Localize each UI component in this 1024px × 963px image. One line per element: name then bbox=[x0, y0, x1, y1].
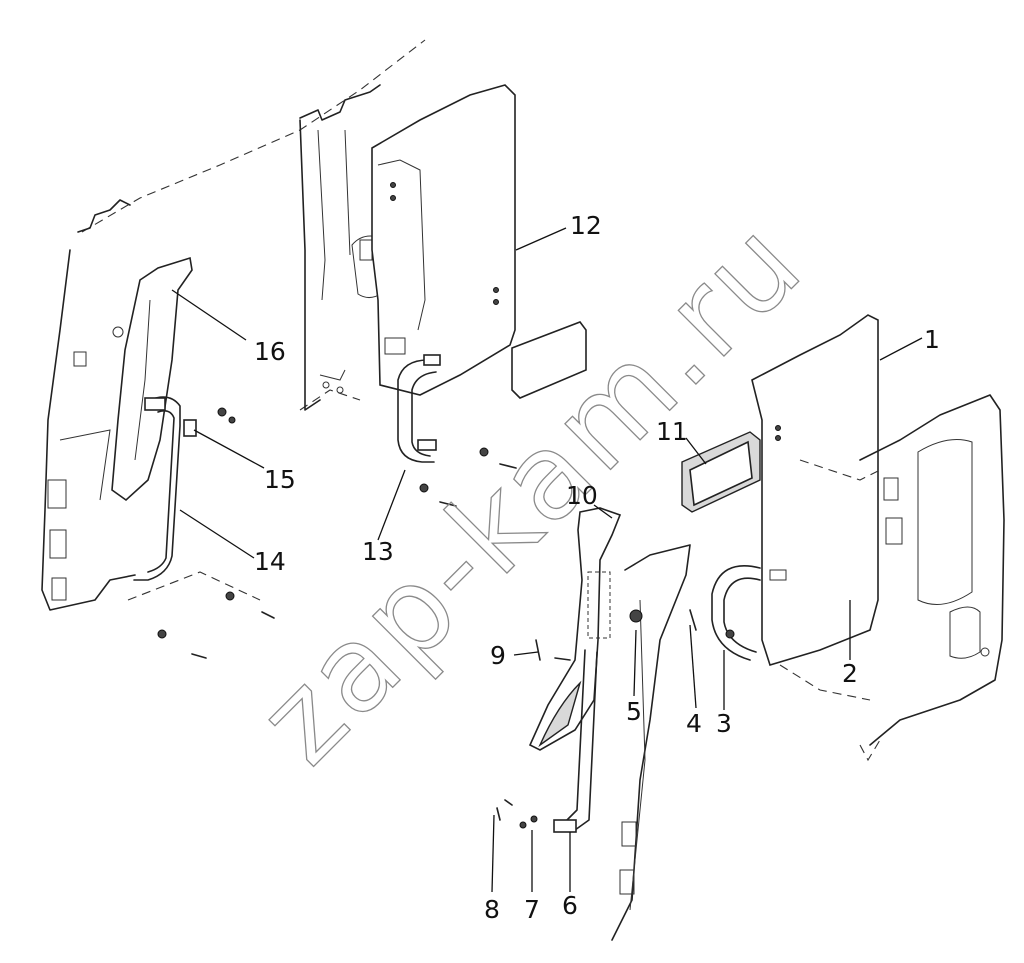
part-3-right-handle bbox=[711, 565, 761, 661]
callout-6: 6 bbox=[562, 891, 578, 920]
left-fasteners bbox=[157, 407, 517, 659]
right-pillar-frame bbox=[611, 544, 691, 941]
leader-lines bbox=[171, 227, 923, 893]
part-11-window-glass bbox=[681, 431, 761, 513]
callout-13: 13 bbox=[362, 537, 394, 566]
callout-labels: 1 2 3 4 5 6 7 8 9 10 11 12 13 14 15 16 bbox=[254, 211, 940, 924]
part-1-right-door-panel bbox=[751, 314, 879, 666]
part-14-left-handle bbox=[133, 396, 197, 581]
part-6-handle-strip bbox=[553, 649, 598, 833]
callout-5: 5 bbox=[626, 697, 642, 726]
part-12-rear-trim-panel bbox=[371, 84, 587, 399]
callout-8: 8 bbox=[484, 895, 500, 924]
callout-3: 3 bbox=[716, 709, 732, 738]
center-fasteners bbox=[496, 609, 697, 829]
callout-7: 7 bbox=[524, 895, 540, 924]
callout-14: 14 bbox=[254, 547, 286, 576]
callout-9: 9 bbox=[490, 641, 506, 670]
callout-1: 1 bbox=[924, 325, 940, 354]
part-13-grab-handle bbox=[397, 354, 441, 463]
callout-16: 16 bbox=[254, 337, 286, 366]
callout-11: 11 bbox=[656, 417, 688, 446]
watermark-text: zap-kam.ru bbox=[232, 193, 829, 790]
callout-2: 2 bbox=[842, 659, 858, 688]
callout-10: 10 bbox=[566, 481, 598, 510]
callout-12: 12 bbox=[570, 211, 602, 240]
left-cab-wall bbox=[41, 39, 426, 611]
right-door-outer-skin bbox=[779, 394, 1005, 762]
callout-4: 4 bbox=[686, 709, 702, 738]
callout-15: 15 bbox=[264, 465, 296, 494]
part-16-left-pillar-trim bbox=[111, 256, 193, 502]
